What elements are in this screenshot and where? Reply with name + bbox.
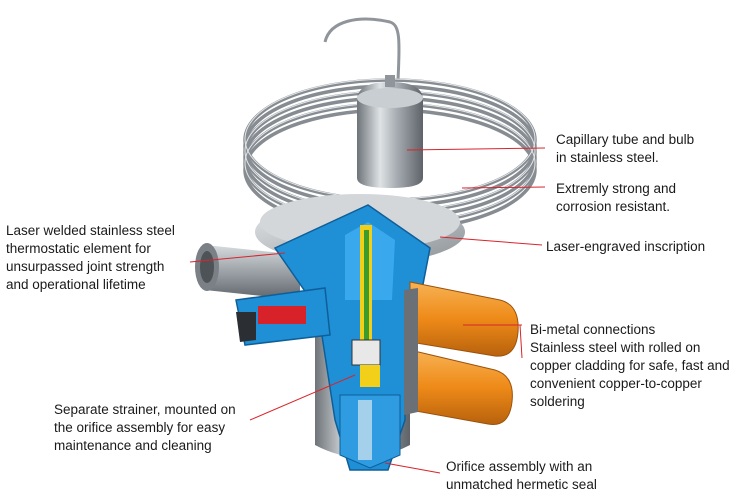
callout-strong-line-1: Extremly strong and <box>556 181 677 196</box>
callout-strainer: Separate strainer, mounted on the orific… <box>54 401 236 455</box>
callout-bimetal-line-1: Bi-metal connections <box>530 322 656 337</box>
left-cutaway-arm <box>235 287 331 346</box>
callout-strong-line-2: corrosion resistant. <box>556 199 671 214</box>
callout-bimetal: Bi-metal connections Stainless steel wit… <box>530 321 730 411</box>
callout-capillary-line-1: Capillary tube and bulb <box>556 132 695 147</box>
callout-orifice-line-1: Orifice assembly with an <box>446 459 593 474</box>
callout-strong: Extremly strong and corrosion resistant. <box>556 180 676 216</box>
callout-bimetal-line-4: convenient copper-to-copper <box>530 376 702 391</box>
callout-laser-welded-line-3: unsurpassed joint strength <box>6 259 165 274</box>
callout-strainer-line-2: the orifice assembly for easy <box>54 420 226 435</box>
callout-orifice: Orifice assembly with an unmatched herme… <box>446 458 597 494</box>
callout-bimetal-line-5: soldering <box>530 394 585 409</box>
leader-lines <box>189 147 546 474</box>
callout-capillary-line-2: in stainless steel. <box>556 150 659 165</box>
callout-capillary: Capillary tube and bulb in stainless ste… <box>556 131 694 167</box>
callout-laser-welded-line-2: thermostatic element for <box>6 241 151 256</box>
callout-inscription-line-1: Laser-engraved inscription <box>546 239 706 254</box>
callout-orifice-line-2: unmatched hermetic seal <box>446 477 597 492</box>
callout-bimetal-line-2: Stainless steel with rolled on <box>530 340 701 355</box>
callout-strainer-line-3: maintenance and cleaning <box>54 438 212 453</box>
capillary-tube <box>323 17 401 81</box>
callout-inscription: Laser-engraved inscription <box>546 238 705 256</box>
bimetal-connections <box>404 281 519 426</box>
callout-bimetal-line-3: copper cladding for safe, fast and <box>530 358 730 373</box>
cutaway-section <box>273 204 431 471</box>
callout-laser-welded-line-1: Laser welded stainless steel <box>6 223 175 238</box>
callout-laser-welded-line-4: and operational lifetime <box>6 277 146 292</box>
bulb <box>357 75 423 188</box>
callout-laser-welded: Laser welded stainless steel thermostati… <box>6 222 175 294</box>
callout-strainer-line-1: Separate strainer, mounted on <box>54 402 236 417</box>
